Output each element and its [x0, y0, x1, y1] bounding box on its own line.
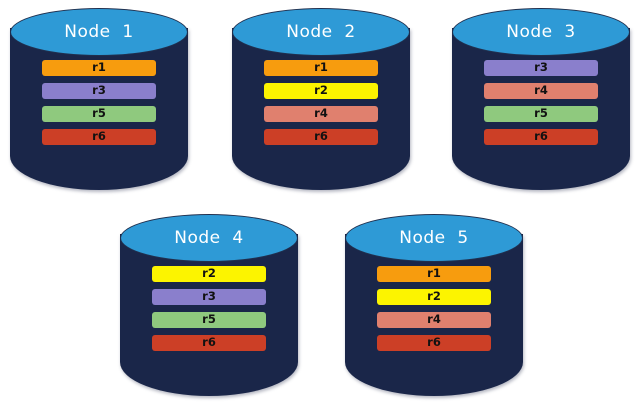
replica-bar-r3[interactable]: r3	[42, 83, 156, 99]
replica-bar-r3[interactable]: r3	[484, 60, 598, 76]
replica-bar-r4[interactable]: r4	[377, 312, 491, 328]
replica-bar-r2[interactable]: r2	[264, 83, 378, 99]
replica-list-node-4: r2 r3 r5 r6	[120, 266, 298, 351]
replica-list-node-1: r1 r3 r5 r6	[10, 60, 188, 145]
replica-list-node-5: r1 r2 r4 r6	[345, 266, 523, 351]
replica-list-node-3: r3 r4 r5 r6	[452, 60, 630, 145]
replica-bar-r4[interactable]: r4	[264, 106, 378, 122]
replica-bar-r5[interactable]: r5	[42, 106, 156, 122]
replica-bar-r6[interactable]: r6	[377, 335, 491, 351]
replica-bar-r2[interactable]: r2	[152, 266, 266, 282]
replica-bar-r3[interactable]: r3	[152, 289, 266, 305]
replica-bar-r6[interactable]: r6	[42, 129, 156, 145]
replica-bar-r5[interactable]: r5	[152, 312, 266, 328]
replica-bar-r1[interactable]: r1	[377, 266, 491, 282]
cylinder-top-node-4	[120, 214, 298, 262]
replica-bar-r5[interactable]: r5	[484, 106, 598, 122]
replica-bar-r6[interactable]: r6	[264, 129, 378, 145]
cylinder-top-node-3	[452, 8, 630, 56]
replica-bar-r4[interactable]: r4	[484, 83, 598, 99]
cylinder-top-node-2	[232, 8, 410, 56]
cylinder-top-node-1	[10, 8, 188, 56]
replica-bar-r1[interactable]: r1	[264, 60, 378, 76]
replica-bar-r2[interactable]: r2	[377, 289, 491, 305]
cylinder-top-node-5	[345, 214, 523, 262]
replica-list-node-2: r1 r2 r4 r6	[232, 60, 410, 145]
replica-bar-r6[interactable]: r6	[152, 335, 266, 351]
replica-bar-r6[interactable]: r6	[484, 129, 598, 145]
replica-bar-r1[interactable]: r1	[42, 60, 156, 76]
